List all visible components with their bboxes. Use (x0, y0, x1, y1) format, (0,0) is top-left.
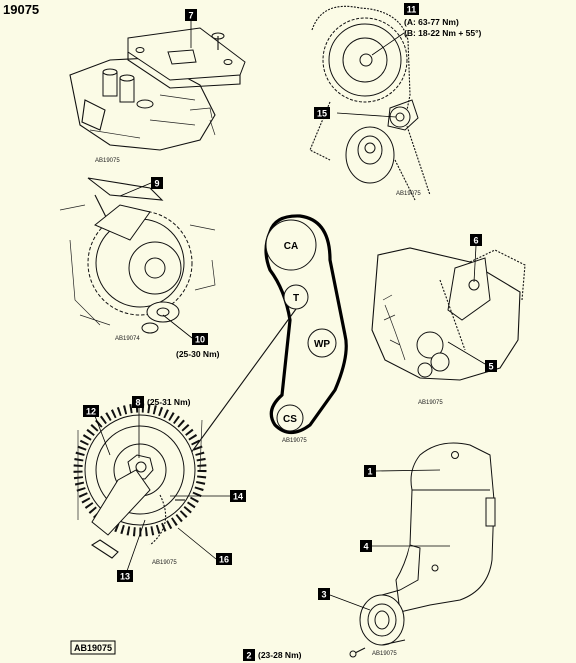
callout-11: 11 (404, 3, 419, 15)
timing-covers-drawing (349, 442, 496, 658)
torque-8: (25-31 Nm) (147, 397, 191, 407)
caption-mr: AB19075 (418, 400, 443, 406)
callout-4: 4 (360, 540, 372, 552)
torque-10: (25-30 Nm) (176, 349, 220, 359)
callout-9: 9 (151, 177, 163, 189)
caption-br: AB19075 (372, 651, 397, 657)
crank-sprocket-drawing (73, 403, 207, 559)
svg-text:AB19075: AB19075 (74, 643, 112, 653)
callout-15: 15 (314, 107, 330, 119)
svg-text:3: 3 (321, 590, 326, 600)
caption-bl: AB19075 (152, 560, 177, 566)
caption-tr: AB19075 (396, 191, 421, 197)
svg-text:12: 12 (86, 407, 96, 417)
callout-16: 16 (216, 553, 232, 565)
callout-1: 1 (364, 465, 376, 477)
caption-center: AB19075 (282, 438, 307, 444)
svg-text:8: 8 (135, 398, 140, 408)
svg-text:7: 7 (188, 11, 193, 21)
belt-label-crankshaft: CS (283, 414, 297, 425)
belt-label-water-pump: WP (314, 339, 330, 350)
torque-2: (23-28 Nm) (258, 650, 302, 660)
camshaft-sprocket-drawing (309, 5, 431, 201)
callout-6: 6 (470, 234, 482, 246)
svg-text:16: 16 (219, 555, 229, 565)
callout-14: 14 (230, 490, 246, 502)
callout-10: 10 (192, 333, 208, 345)
svg-text:6: 6 (473, 236, 478, 246)
footer-code: AB19075 (70, 640, 116, 655)
camshaft-locking-tool-drawing (69, 27, 246, 151)
belt-tensioner-drawing (371, 247, 526, 381)
callout-5: 5 (485, 360, 497, 372)
svg-text:10: 10 (195, 335, 205, 345)
callout-12: 12 (83, 405, 99, 417)
sprocket-holding-tool-drawing (59, 177, 216, 334)
leader-lines (94, 21, 486, 611)
svg-text:13: 13 (120, 572, 130, 582)
svg-text:4: 4 (363, 542, 368, 552)
caption-tl: AB19075 (95, 158, 120, 164)
svg-text:11: 11 (407, 5, 417, 15)
callout-2: 2 (243, 649, 255, 661)
callout-13: 13 (117, 570, 133, 582)
callout-7: 7 (185, 9, 197, 21)
svg-text:1: 1 (367, 467, 372, 477)
callout-3: 3 (318, 588, 330, 600)
svg-text:9: 9 (154, 179, 159, 189)
page-title: 19075 (3, 2, 39, 17)
caption-ml: AB19074 (115, 336, 140, 342)
belt-label-camshaft: CA (284, 241, 298, 252)
svg-text:2: 2 (246, 651, 251, 661)
svg-text:15: 15 (317, 109, 327, 119)
belt-label-tensioner: T (293, 293, 299, 304)
svg-text:5: 5 (488, 362, 493, 372)
belt-routing-diagram (179, 214, 348, 469)
callout-8: 8 (132, 396, 144, 408)
torque-11b: (B: 18-22 Nm + 55°) (404, 28, 481, 38)
torque-11a: (A: 63-77 Nm) (404, 17, 459, 27)
svg-text:14: 14 (233, 492, 243, 502)
